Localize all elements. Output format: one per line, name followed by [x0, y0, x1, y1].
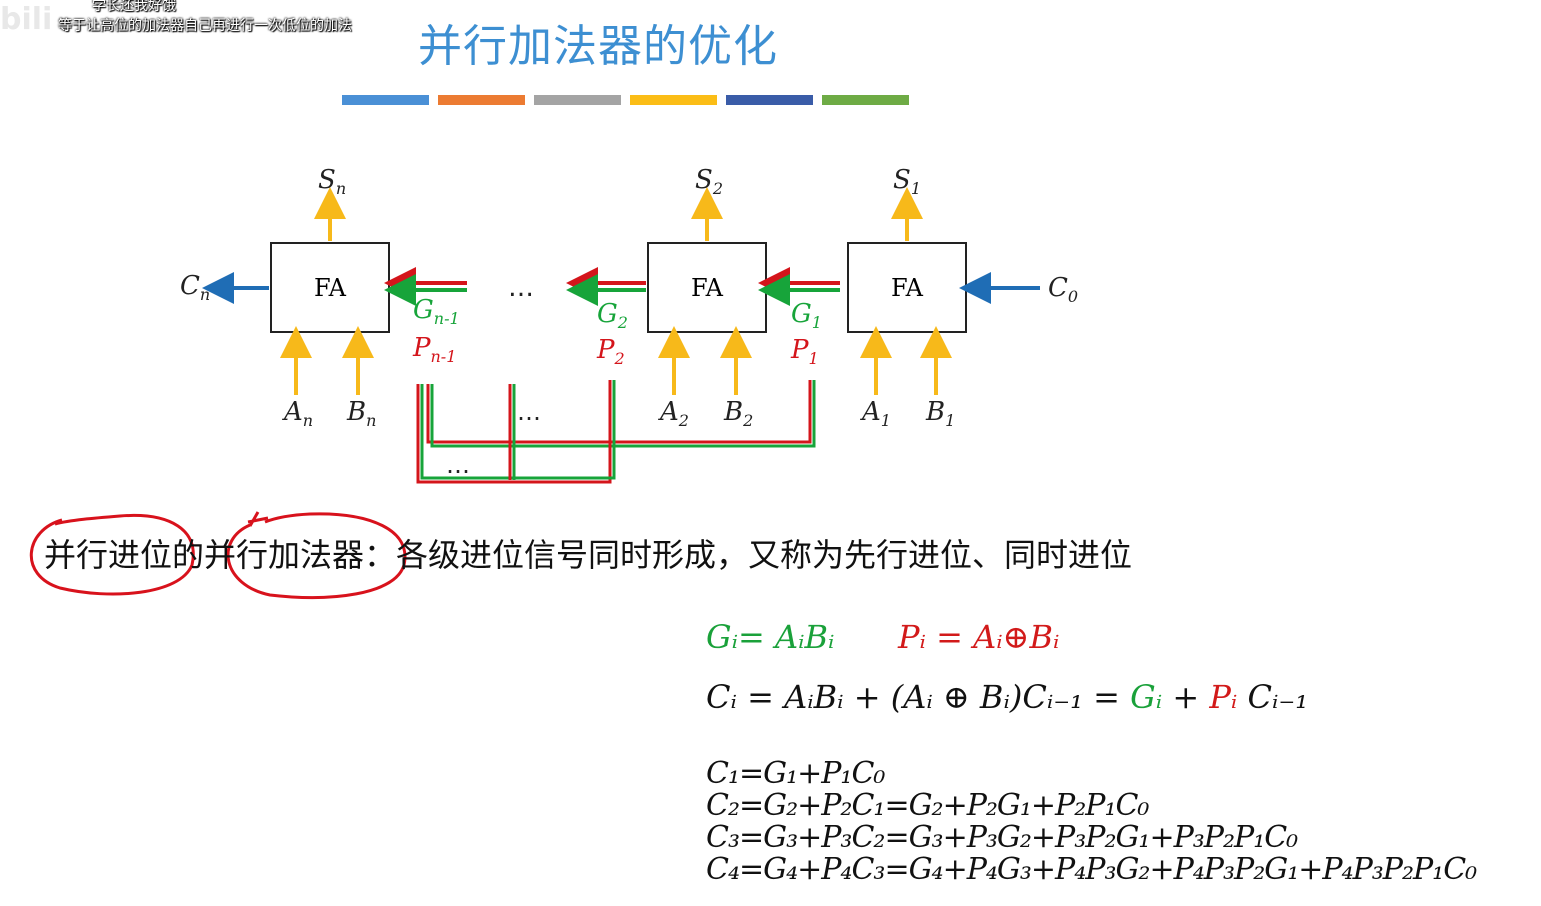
p-label-n-1: Pn-1 — [412, 333, 456, 366]
sum-label-1: S1 — [893, 165, 921, 198]
carry-equation: C₂=G₂+P₂C₁=G₂+P₂G₁+P₂P₁C₀ — [706, 788, 1149, 823]
g-label-2: G2 — [597, 299, 628, 332]
ellipsis: … — [508, 273, 534, 303]
p-label-2: P2 — [596, 335, 625, 368]
danmaku-comment: 学长还我好饿 — [92, 0, 176, 14]
full-adder-n — [270, 242, 390, 333]
carry-in-label: C0 — [1048, 273, 1078, 306]
color-bar-segment — [822, 95, 909, 105]
bilibili-logo: bili — [0, 2, 53, 37]
g-label-1: G1 — [791, 299, 822, 332]
color-bar-segment — [726, 95, 813, 105]
fa-label: FA — [691, 274, 724, 302]
input-label-bn: Bn — [346, 397, 376, 430]
input-label-a1: A1 — [860, 397, 891, 430]
annotation-circles — [29, 511, 407, 599]
color-bar-segment — [630, 95, 717, 105]
g-label-n-1: Gn-1 — [413, 295, 460, 328]
carry-bus — [416, 380, 816, 484]
ellipsis: … — [517, 398, 541, 426]
gp-arrows — [384, 267, 840, 306]
carry-formula: Cᵢ = AᵢBᵢ + (Aᵢ ⊕ Bᵢ)Cᵢ₋₁ = Gᵢ + Pᵢ Cᵢ₋₁ — [706, 678, 1309, 716]
term-parallel-adder: 并行加法器 — [204, 536, 365, 574]
signal-labels: Sn S2 S1 Cn C0 An Bn A2 B2 A1 B1 Gn-1 G2… — [180, 165, 1078, 430]
color-bar-segment — [438, 95, 525, 105]
carry-equation: C₃=G₃+P₃C₂=G₃+P₃G₂+P₃P₂G₁+P₃P₂P₁C₀ — [706, 820, 1298, 855]
input-arrows — [280, 326, 952, 395]
definition-text: 并行进位的并行加法器：各级进位信号同时形成，又称为先行进位、同时进位 — [44, 530, 1132, 576]
input-label-an: An — [282, 397, 313, 430]
sum-label-n: Sn — [318, 165, 346, 198]
color-bar-segment — [534, 95, 621, 105]
carry-equation: C₄=G₄+P₄C₃=G₄+P₄G₃+P₄P₃G₂+P₄P₃P₂G₁+P₄P₃P… — [706, 852, 1477, 887]
fa-label: FA — [891, 274, 924, 302]
slide-title: 并行加法器的优化 — [418, 21, 778, 72]
full-adder-2 — [647, 242, 767, 333]
sum-arrows — [314, 187, 923, 241]
ellipsis: … — [446, 451, 470, 479]
sum-label-2: S2 — [695, 165, 723, 198]
fa-label: FA — [314, 274, 347, 302]
color-bar-segment — [342, 95, 429, 105]
carry-equation: C₁=G₁+P₁C₀ — [706, 756, 885, 791]
carry-out-label: Cn — [180, 271, 210, 304]
p-label-1: P1 — [790, 335, 819, 368]
term-parallel-carry: 并行进位 — [44, 536, 173, 574]
input-label-b1: B1 — [925, 397, 955, 430]
p-definition: Pᵢ = Aᵢ⊕Bᵢ — [898, 618, 1060, 656]
g-definition: Gᵢ= AᵢBᵢ — [706, 618, 835, 656]
danmaku-comment: 等于让高位的加法器自己再进行一次低位的加法 — [58, 18, 352, 34]
definition-connector: 的 — [172, 536, 205, 574]
full-adder-1 — [847, 242, 967, 333]
input-label-a2: A2 — [658, 397, 689, 430]
input-label-b2: B2 — [723, 397, 753, 430]
definition-body: ：各级进位信号同时形成，又称为先行进位、同时进位 — [364, 536, 1133, 574]
